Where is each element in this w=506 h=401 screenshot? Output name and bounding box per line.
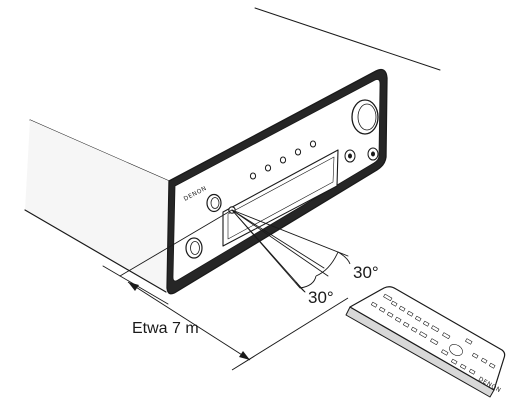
remote-button	[422, 320, 430, 327]
remote-button	[414, 315, 422, 322]
receiver-side-panel	[25, 120, 169, 292]
distance-label: Etwa 7 m	[132, 320, 199, 337]
angle-label-lower: 30°	[308, 288, 334, 307]
dimension-line-left	[119, 209, 233, 277]
ir-beam-lines	[102, 209, 349, 305]
distance-leader-right	[231, 297, 349, 371]
remote-button	[410, 326, 418, 333]
beam-line-extra-b	[231, 209, 301, 289]
distance-line	[127, 281, 251, 361]
remote-button	[468, 368, 476, 375]
source-button	[185, 237, 203, 259]
arrowhead-end-icon	[239, 351, 250, 360]
front-button-row	[249, 140, 317, 180]
remote-button	[370, 301, 378, 308]
remote-button	[488, 362, 496, 369]
remote-button	[471, 352, 479, 359]
remote-button	[398, 305, 406, 312]
remote-button	[442, 332, 451, 340]
angle-arc-lower	[295, 275, 317, 293]
remote-button	[465, 338, 473, 345]
beam-line-upper	[231, 209, 349, 257]
remote-button	[480, 357, 488, 364]
front-button	[264, 164, 272, 172]
phones-jack	[344, 149, 356, 163]
front-button	[279, 156, 287, 164]
angle-arcs	[295, 251, 351, 293]
beam-line-extra-a	[231, 209, 325, 269]
av-receiver	[24, 7, 441, 295]
remote-button	[386, 311, 394, 318]
front-button	[309, 140, 317, 148]
beam-line-center	[231, 209, 329, 277]
volume-knob	[351, 99, 379, 135]
remote-button	[406, 310, 414, 317]
front-button	[249, 172, 257, 180]
remote-button	[431, 325, 440, 333]
angle-arc-upper	[315, 251, 351, 277]
remote-button	[390, 300, 398, 307]
receiver-top-cover	[30, 8, 440, 181]
remote-button	[450, 358, 458, 365]
remote-nav-pad	[449, 344, 463, 356]
arrowhead-start-icon	[128, 282, 139, 291]
remote-button	[383, 293, 393, 302]
angle-label-upper: 30°	[353, 263, 379, 282]
remote-button	[419, 331, 428, 339]
power-button	[206, 193, 222, 213]
remote-button	[441, 349, 449, 356]
remote-control	[345, 286, 506, 398]
remote-button	[430, 338, 439, 346]
receiver-top-back-edge	[254, 7, 441, 71]
remote-button	[459, 363, 467, 370]
front-button	[294, 148, 302, 156]
remote-button	[378, 306, 386, 313]
receiver-bottom-left-edge	[24, 209, 167, 293]
distance-dimension	[127, 281, 349, 371]
remote-button	[402, 321, 410, 328]
display-window-inner	[227, 156, 335, 240]
remote-button	[394, 316, 402, 323]
remote-buttons	[370, 293, 496, 375]
aux-jack	[367, 147, 379, 161]
